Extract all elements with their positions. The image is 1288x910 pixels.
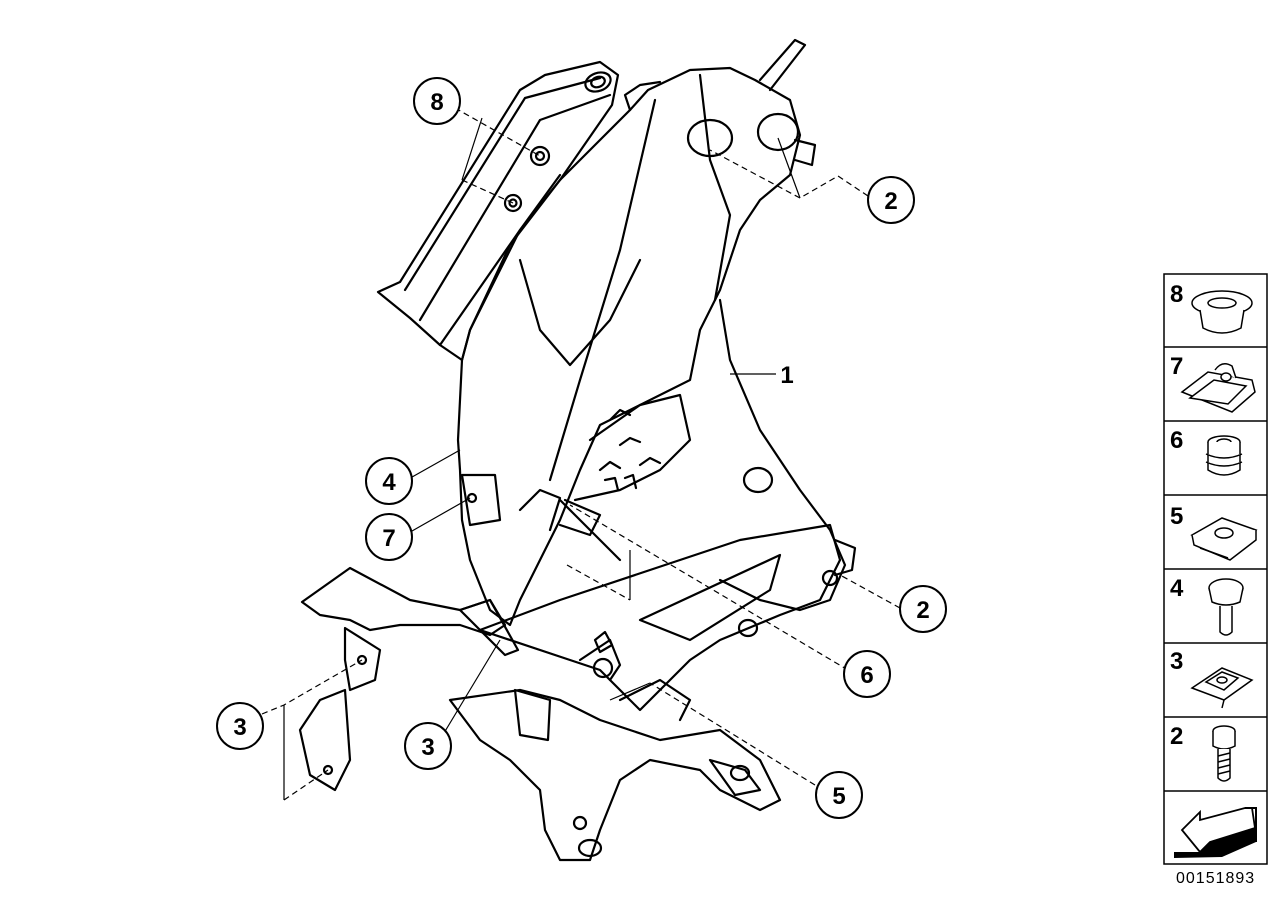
callout-2-upper: 2 (867, 176, 915, 224)
spring-nut-icon (1190, 667, 1254, 709)
cage-nut-icon (1190, 517, 1258, 561)
grommet-icon (1191, 290, 1253, 334)
callout-2-lower: 2 (899, 585, 947, 633)
hex-socket-screw-icon (1212, 725, 1236, 782)
callout-3-middle: 3 (404, 722, 452, 770)
nav-arrow-icon[interactable] (1174, 807, 1257, 858)
legend-row-4: 4 (1170, 575, 1244, 636)
callout-8: 8 (413, 77, 461, 125)
clip-nut-icon (1180, 363, 1256, 413)
leader-lines (261, 107, 901, 801)
callout-6-label: 6 (860, 662, 873, 689)
legend-8-number: 8 (1170, 281, 1183, 308)
legend-5-number: 5 (1170, 503, 1183, 530)
legend-7-number: 7 (1170, 353, 1183, 380)
callout-8-label: 8 (430, 89, 443, 116)
legend-row-2: 2 (1170, 723, 1236, 782)
callout-6: 6 (843, 650, 891, 698)
callout-1: 1 (780, 362, 793, 389)
callout-5: 5 (815, 771, 863, 819)
parts-legend (1163, 273, 1268, 865)
diagram-number: 00151893 (1176, 870, 1256, 887)
legend-3-number: 3 (1170, 648, 1183, 675)
callout-4: 4 (365, 457, 413, 505)
callout-7-label: 7 (382, 525, 395, 552)
callout-2-lower-label: 2 (916, 597, 929, 624)
callout-2-upper-label: 2 (884, 188, 897, 215)
callout-4-label: 4 (382, 469, 396, 496)
callout-3-middle-label: 3 (421, 734, 434, 761)
legend-4-number: 4 (1170, 575, 1184, 602)
legend-6-number: 6 (1170, 427, 1183, 454)
legend-2-number: 2 (1170, 723, 1183, 750)
legend-row-6: 6 (1170, 427, 1243, 476)
expanding-rivet-icon (1208, 578, 1244, 636)
legend-row-8: 8 (1170, 281, 1253, 334)
legend-row-3: 3 (1170, 648, 1254, 709)
legend-row-5: 5 (1170, 503, 1258, 561)
callout-1-label: 1 (780, 362, 793, 389)
callout-3-left: 3 (216, 702, 264, 750)
callout-7: 7 (365, 513, 413, 561)
legend-row-7: 7 (1170, 353, 1256, 413)
callout-3-left-label: 3 (233, 714, 246, 741)
bracket-assembly-drawing (298, 38, 857, 862)
rubber-bushing-icon (1205, 435, 1243, 476)
callout-5-label: 5 (832, 783, 845, 810)
